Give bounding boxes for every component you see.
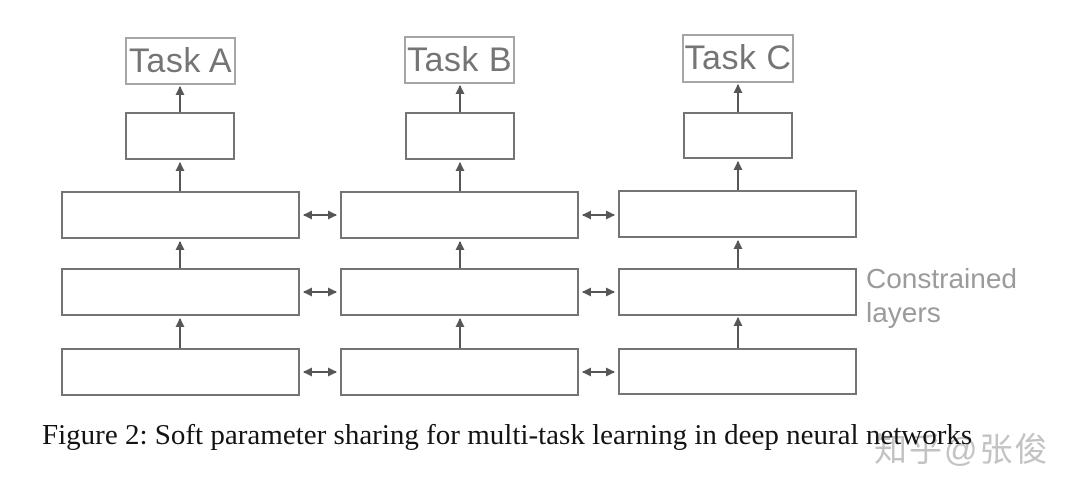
task-c-label: Task C (684, 39, 792, 77)
task-c-top-layer-box (683, 112, 793, 159)
horizontal-double-arrows (303, 210, 615, 377)
watermark: 知乎@张俊 (874, 431, 1050, 468)
task-a-box: Task A (125, 37, 236, 85)
constrained-layer-row2-col-b (340, 268, 579, 316)
task-b-top-layer-box (405, 112, 515, 160)
task-b-label: Task B (406, 40, 513, 79)
constrained-layer-row1-col-a (61, 191, 300, 239)
vertical-up-arrows (175, 84, 743, 348)
constrained-layer-row3-col-c (618, 348, 857, 395)
constrained-layer-row2-col-a (61, 268, 300, 316)
task-b-box: Task B (404, 36, 515, 84)
task-a-top-layer-box (125, 112, 235, 160)
constrained-layer-row2-col-c (618, 268, 857, 316)
constrained-layer-row1-col-c (618, 190, 857, 238)
constrained-layers-label-line2: layers (866, 297, 941, 328)
constrained-layer-row3-col-b (340, 348, 579, 396)
figure-caption: Figure 2: Soft parameter sharing for mul… (42, 419, 973, 451)
task-a-label: Task A (128, 41, 233, 80)
constrained-layer-row3-col-a (61, 348, 300, 396)
constrained-layer-row1-col-b (340, 191, 579, 239)
constrained-layers-label: Constrained layers (866, 262, 1017, 330)
task-c-box: Task C (682, 34, 794, 83)
constrained-layers-label-line1: Constrained (866, 263, 1017, 294)
